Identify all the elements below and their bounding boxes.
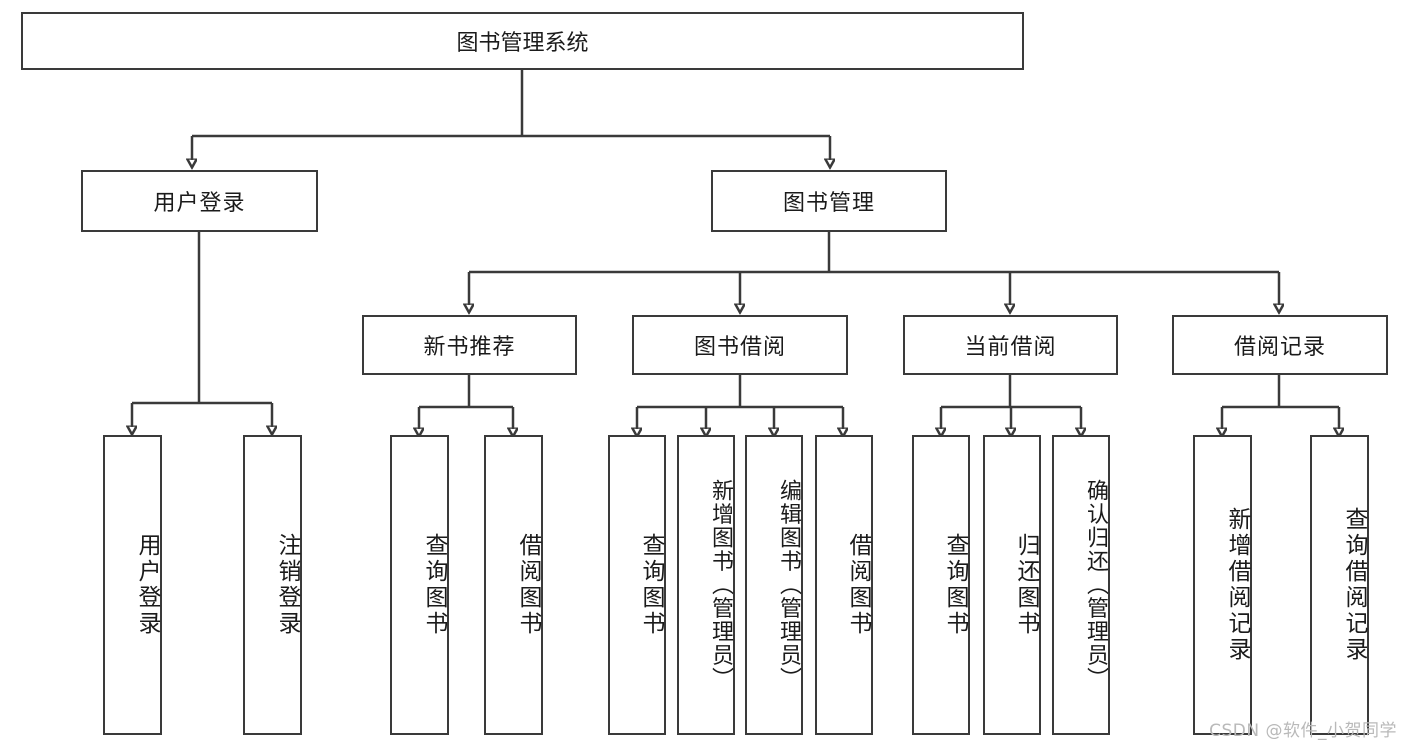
node-label: 用户登录 xyxy=(153,191,246,216)
node-leaf-query-book-borrow[interactable]: 查询图书 xyxy=(608,435,666,735)
node-label: 用户登录 xyxy=(134,533,160,637)
node-label: 归还图书 xyxy=(1013,533,1039,637)
node-label: 编辑图书（管理员） xyxy=(776,479,801,691)
node-leaf-query-book-current[interactable]: 查询图书 xyxy=(912,435,970,735)
node-label: 新书推荐 xyxy=(423,335,516,360)
node-new-book-recommendation[interactable]: 新书推荐 xyxy=(362,315,577,375)
node-label: 借阅图书 xyxy=(515,533,541,637)
node-label: 查询图书 xyxy=(421,533,447,637)
node-label: 图书借阅 xyxy=(693,335,786,360)
node-label: 当前借阅 xyxy=(964,335,1057,360)
node-label: 借阅记录 xyxy=(1233,335,1326,360)
node-leaf-edit-book-admin[interactable]: 编辑图书（管理员） xyxy=(745,435,803,735)
node-label: 查询图书 xyxy=(638,533,664,637)
node-current-borrowing[interactable]: 当前借阅 xyxy=(903,315,1118,375)
node-leaf-return-book[interactable]: 归还图书 xyxy=(983,435,1041,735)
node-leaf-logout-login[interactable]: 注销登录 xyxy=(243,435,302,735)
node-label: 新增图书（管理员） xyxy=(708,479,733,691)
watermark-text: CSDN @软件_小贺同学 xyxy=(1209,721,1397,741)
node-user-login[interactable]: 用户登录 xyxy=(81,170,318,232)
node-book-management[interactable]: 图书管理 xyxy=(711,170,947,232)
node-book-borrowing[interactable]: 图书借阅 xyxy=(632,315,848,375)
node-leaf-confirm-return-admin[interactable]: 确认归还（管理员） xyxy=(1052,435,1110,735)
node-label: 查询图书 xyxy=(942,533,968,637)
node-label: 查询借阅记录 xyxy=(1341,507,1367,663)
node-label: 确认归还（管理员） xyxy=(1083,479,1108,691)
node-leaf-query-borrow-record[interactable]: 查询借阅记录 xyxy=(1310,435,1369,735)
node-leaf-borrow-book[interactable]: 借阅图书 xyxy=(815,435,873,735)
node-label: 注销登录 xyxy=(274,533,300,637)
node-leaf-borrow-book-newbook[interactable]: 借阅图书 xyxy=(484,435,543,735)
node-leaf-query-book-newbook[interactable]: 查询图书 xyxy=(390,435,449,735)
node-root-book-management-system[interactable]: 图书管理系统 xyxy=(21,12,1024,70)
node-leaf-add-book-admin[interactable]: 新增图书（管理员） xyxy=(677,435,735,735)
node-label: 借阅图书 xyxy=(845,533,871,637)
node-label: 图书管理系统 xyxy=(456,31,589,56)
node-label: 新增借阅记录 xyxy=(1224,507,1250,663)
node-borrowing-record[interactable]: 借阅记录 xyxy=(1172,315,1388,375)
node-leaf-add-borrow-record[interactable]: 新增借阅记录 xyxy=(1193,435,1252,735)
node-leaf-user-login[interactable]: 用户登录 xyxy=(103,435,162,735)
node-label: 图书管理 xyxy=(782,191,875,216)
